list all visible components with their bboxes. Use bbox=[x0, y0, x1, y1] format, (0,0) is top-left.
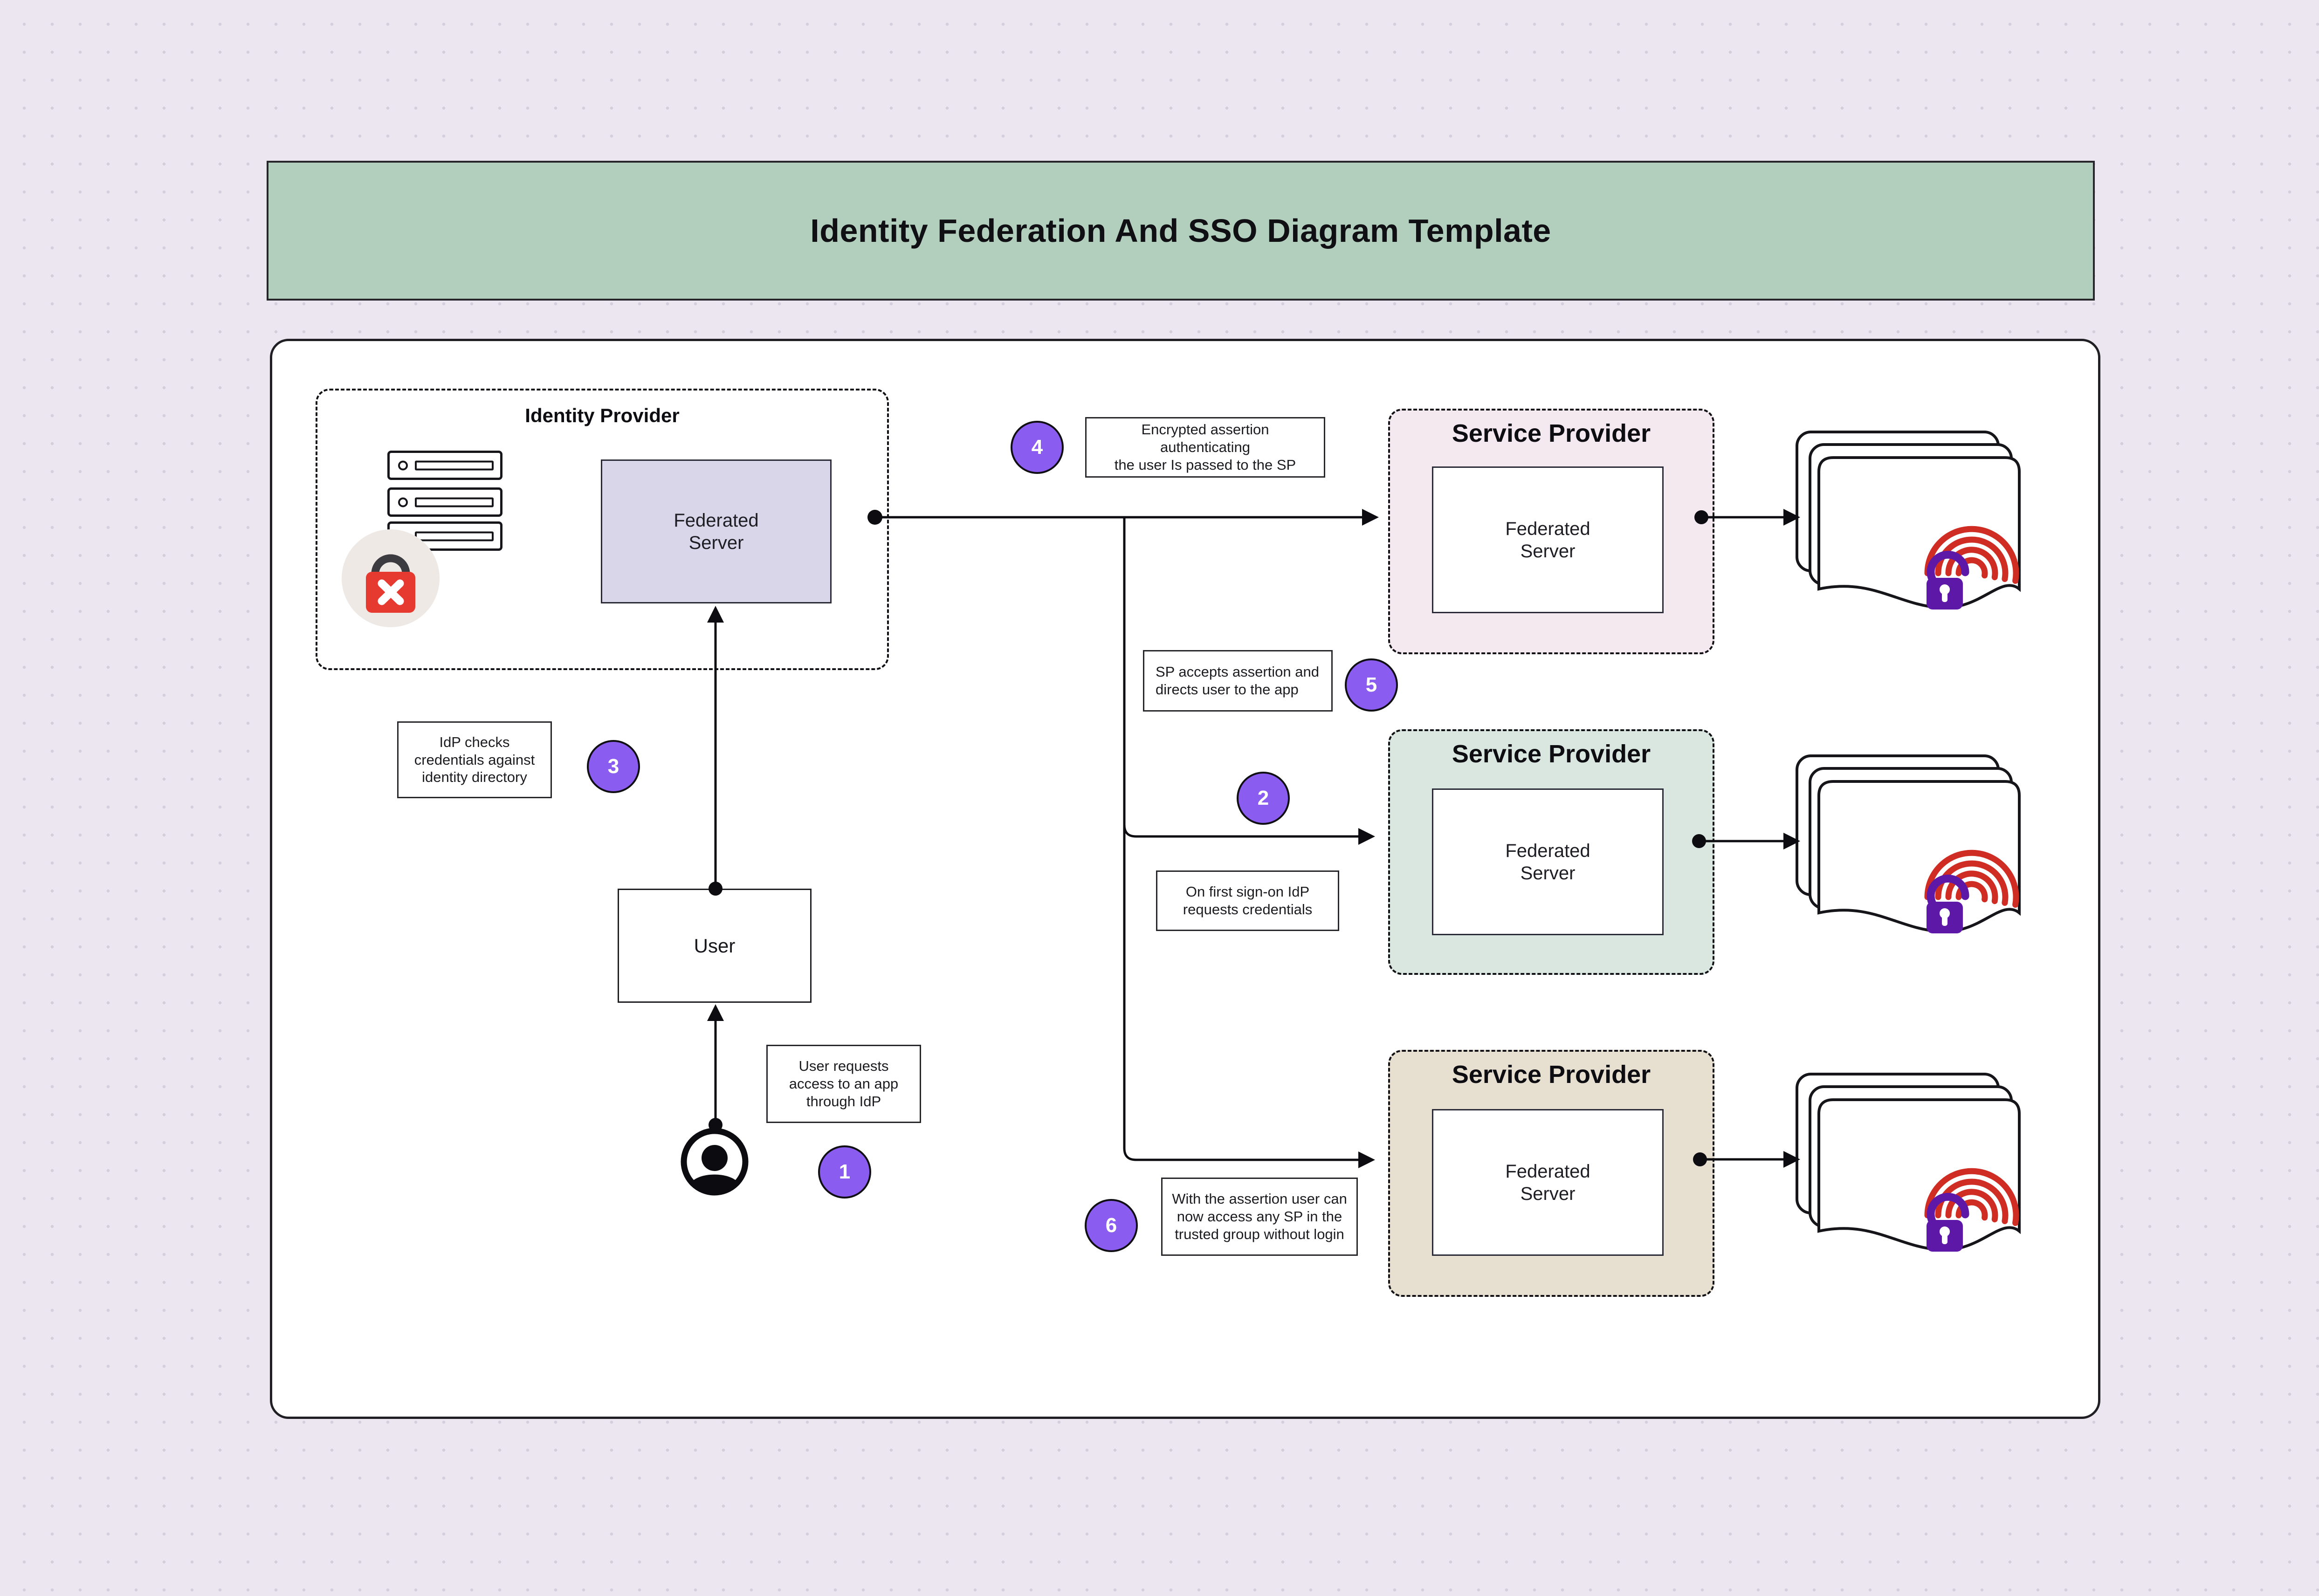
step3-number: 3 bbox=[607, 755, 619, 778]
title-banner: Identity Federation And SSO Diagram Temp… bbox=[267, 161, 2095, 301]
service-provider-2-label: Service Provider bbox=[1452, 740, 1651, 768]
service-provider-1-label: Service Provider bbox=[1452, 419, 1651, 447]
step5-note: SP accepts assertion and directs user to… bbox=[1143, 650, 1333, 712]
server-slot-icon bbox=[415, 531, 494, 541]
step6-note: With the assertion user can now access a… bbox=[1161, 1178, 1358, 1256]
step5-note-text: SP accepts assertion and directs user to… bbox=[1156, 664, 1319, 698]
step1-note-text: User requests access to an app through I… bbox=[789, 1058, 899, 1110]
server-rack-icon bbox=[387, 487, 502, 517]
protected-apps-stack-icon bbox=[1792, 425, 2030, 625]
step2-note: On first sign-on IdP requests credential… bbox=[1156, 870, 1339, 931]
step5-number: 5 bbox=[1365, 673, 1377, 696]
server-led-icon bbox=[398, 460, 408, 470]
step-badge-6: 6 bbox=[1085, 1199, 1138, 1252]
server-slot-icon bbox=[415, 460, 494, 470]
step-badge-2: 2 bbox=[1237, 772, 1290, 825]
identity-provider-label: Identity Provider bbox=[525, 404, 680, 426]
step2-note-text: On first sign-on IdP requests credential… bbox=[1183, 884, 1313, 918]
step2-number: 2 bbox=[1257, 787, 1269, 809]
step4-number: 4 bbox=[1031, 436, 1043, 459]
idp-federated-server-label: Federated Server bbox=[674, 510, 759, 553]
server-rack-icon bbox=[387, 451, 502, 480]
protected-apps-stack-icon bbox=[1792, 749, 2030, 949]
step1-note: User requests access to an app through I… bbox=[766, 1045, 921, 1123]
step-badge-4: 4 bbox=[1011, 421, 1064, 474]
protected-apps-stack-icon bbox=[1792, 1067, 2030, 1267]
step-badge-1: 1 bbox=[818, 1145, 871, 1199]
step3-note-text: IdP checks credentials against identity … bbox=[414, 733, 535, 786]
page-title: Identity Federation And SSO Diagram Temp… bbox=[810, 212, 1551, 249]
step-badge-3: 3 bbox=[587, 740, 640, 793]
server-slot-icon bbox=[415, 497, 494, 507]
step1-number: 1 bbox=[839, 1160, 851, 1183]
sp3-federated-server: Federated Server bbox=[1432, 1109, 1664, 1256]
service-provider-3-label: Service Provider bbox=[1452, 1061, 1651, 1089]
step6-note-text: With the assertion user can now access a… bbox=[1172, 1191, 1347, 1242]
step3-note: IdP checks credentials against identity … bbox=[397, 721, 552, 798]
denied-lock-icon bbox=[342, 529, 440, 627]
idp-federated-server: Federated Server bbox=[601, 459, 832, 603]
user-box: User bbox=[618, 889, 812, 1003]
sp3-federated-server-label: Federated Server bbox=[1505, 1161, 1590, 1204]
step-badge-5: 5 bbox=[1345, 658, 1398, 712]
sp2-federated-server-label: Federated Server bbox=[1505, 840, 1590, 884]
sp2-federated-server: Federated Server bbox=[1432, 788, 1664, 935]
step6-number: 6 bbox=[1105, 1214, 1117, 1237]
person-icon bbox=[681, 1128, 749, 1196]
step4-note: Encrypted assertion authenticating the u… bbox=[1085, 417, 1325, 478]
sp1-federated-server-label: Federated Server bbox=[1505, 518, 1590, 562]
user-box-label: User bbox=[694, 934, 736, 957]
sp1-federated-server: Federated Server bbox=[1432, 466, 1664, 613]
step4-note-text: Encrypted assertion authenticating the u… bbox=[1114, 421, 1296, 473]
server-led-icon bbox=[398, 497, 408, 507]
